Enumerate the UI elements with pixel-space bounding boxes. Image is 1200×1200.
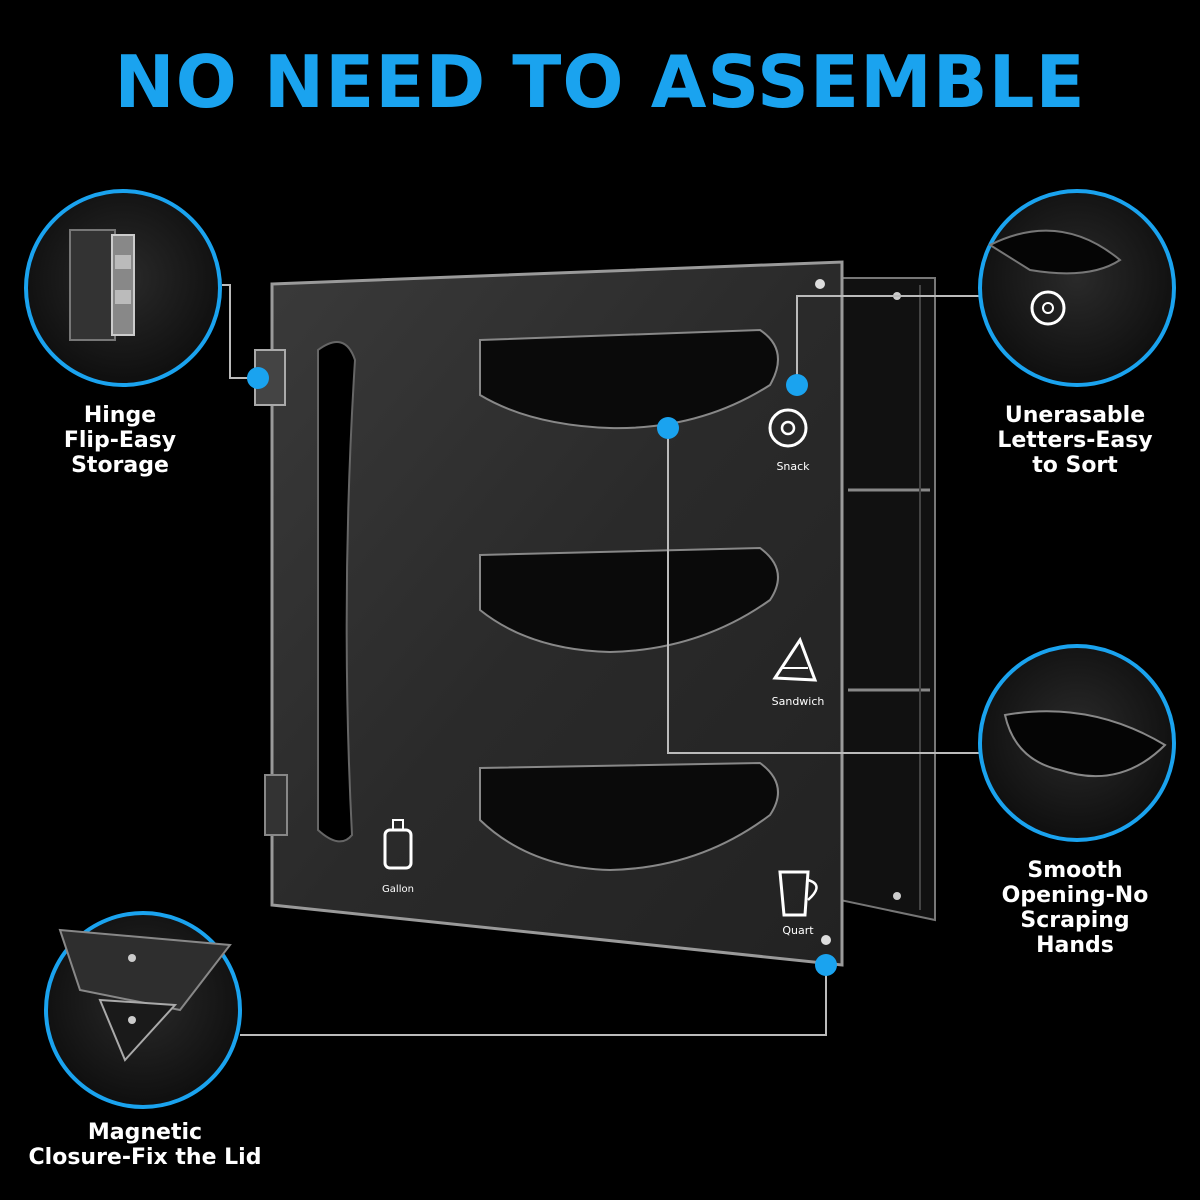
callout-magnetic: Magnetic Closure-Fix the Lid bbox=[20, 1120, 270, 1170]
slot-label-sandwich: Sandwich bbox=[772, 695, 825, 708]
callout-opening: Smooth Opening-No Scraping Hands bbox=[975, 858, 1175, 958]
callout-line: Smooth bbox=[1027, 858, 1123, 883]
slot-label-quart: Quart bbox=[782, 924, 814, 937]
callout-line: Closure-Fix the Lid bbox=[28, 1145, 262, 1170]
headline: NO NEED TO ASSEMBLE bbox=[114, 40, 1086, 124]
detail-circle-hinge bbox=[24, 189, 222, 387]
callout-line: Flip-Easy bbox=[63, 428, 177, 453]
detail-circle-letters bbox=[978, 189, 1176, 387]
callout-connectors bbox=[222, 284, 985, 1036]
callout-line: Hands bbox=[1036, 933, 1114, 958]
hotspot-opening bbox=[657, 417, 679, 439]
detail-circle-magnetic bbox=[44, 911, 242, 1109]
callout-line: Unerasable bbox=[1004, 403, 1146, 428]
slot-label-snack: Snack bbox=[776, 460, 810, 473]
callout-hinge: Hinge Flip-Easy Storage bbox=[30, 403, 210, 478]
hotspot-letters bbox=[786, 374, 808, 396]
callout-line: Storage bbox=[71, 453, 169, 478]
donut-icon bbox=[768, 408, 808, 448]
callout-line: Magnetic bbox=[87, 1120, 203, 1145]
water-jug-icon bbox=[383, 819, 413, 870]
dispenser-front-panel bbox=[254, 260, 844, 967]
callout-letters: Unerasable Letters-Easy to Sort bbox=[975, 403, 1175, 478]
slot-label-gallon: Gallon bbox=[382, 884, 414, 895]
hotspot-markers bbox=[247, 367, 837, 976]
callout-line: Scraping bbox=[1020, 908, 1130, 933]
sandwich-icon bbox=[772, 636, 818, 682]
hotspot-hinge bbox=[247, 367, 269, 389]
detail-circle-opening bbox=[978, 644, 1176, 842]
callout-line: Opening-No bbox=[1001, 883, 1149, 908]
hotspot-magnetic bbox=[815, 954, 837, 976]
dispenser-box-side bbox=[839, 277, 936, 922]
measuring-cup-icon bbox=[778, 870, 818, 917]
callout-line: Letters-Easy bbox=[997, 428, 1153, 453]
callout-line: to Sort bbox=[1032, 453, 1118, 478]
callout-line: Hinge bbox=[83, 403, 157, 428]
